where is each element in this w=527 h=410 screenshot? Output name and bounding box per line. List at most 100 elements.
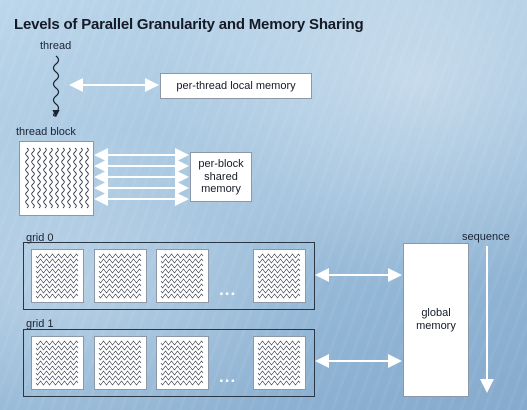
thread-squiggle-icon xyxy=(160,258,204,264)
thread-squiggle-icon xyxy=(257,380,301,386)
block-threads xyxy=(35,253,79,299)
grid-0-label: grid 0 xyxy=(26,232,54,244)
thread-label: thread xyxy=(40,40,72,52)
thread-squiggle-icon xyxy=(257,258,301,264)
thread-squiggle-icon xyxy=(49,147,53,209)
thread-squiggle-icon xyxy=(257,350,301,356)
thread-squiggle-icon xyxy=(257,293,301,299)
per-thread-local-memory-box: per-thread local memory xyxy=(160,73,312,99)
shared-memory-line-1: per-block xyxy=(198,158,244,171)
thread-squiggle-icon xyxy=(35,283,79,289)
thread-squiggle-icon xyxy=(35,360,79,366)
thread-squiggle-icon xyxy=(35,350,79,356)
grid-0-block-1 xyxy=(31,249,84,303)
grid-1-label: grid 1 xyxy=(26,318,54,330)
thread-squiggle-icon xyxy=(35,375,79,381)
global-memory-line-2: memory xyxy=(416,320,456,332)
thread-squiggle-icon xyxy=(257,253,301,259)
thread-squiggle-icon xyxy=(160,355,204,361)
thread-squiggle-icon xyxy=(160,293,204,299)
thread-squiggle-icon xyxy=(98,283,142,289)
thread-squiggle-icon xyxy=(98,350,142,356)
thread-squiggle-icon xyxy=(35,345,79,351)
block-threads xyxy=(257,340,301,386)
thread-squiggle-icon xyxy=(35,263,79,269)
thread-squiggle-icon xyxy=(160,345,204,351)
block-threads xyxy=(257,253,301,299)
thread-squiggle-icon xyxy=(160,360,204,366)
thread-squiggle-icon xyxy=(160,278,204,284)
grid-0-block-last xyxy=(253,249,306,303)
thread-squiggle-icon xyxy=(257,345,301,351)
thread-squiggle-icon xyxy=(37,147,41,209)
thread-squiggle-icon xyxy=(257,263,301,269)
thread-squiggle-icon xyxy=(79,147,83,209)
thread-squiggle-icon xyxy=(35,355,79,361)
thread-squiggle-icon xyxy=(257,355,301,361)
thread-squiggle-icon xyxy=(98,278,142,284)
thread-squiggle-icon xyxy=(257,288,301,294)
grid-1-block-last xyxy=(253,336,306,390)
thread-squiggle-icon xyxy=(67,147,71,209)
thread-squiggle-icon xyxy=(257,278,301,284)
grid-0-ellipsis: ... xyxy=(219,280,237,299)
grid-0-frame xyxy=(23,242,315,310)
block-threads xyxy=(98,253,142,299)
block-threads xyxy=(35,340,79,386)
block-threads xyxy=(160,253,204,299)
thread-squiggle-icon xyxy=(257,268,301,274)
thread-squiggle-icon xyxy=(35,288,79,294)
per-block-shared-memory-box: per-block shared memory xyxy=(190,152,252,202)
shared-memory-line-3: memory xyxy=(201,183,241,196)
thread-squiggle-icon xyxy=(55,147,59,209)
global-memory-line-1: global xyxy=(421,307,451,320)
thread-squiggle-icon xyxy=(35,258,79,264)
per-thread-local-memory-label: per-thread local memory xyxy=(176,79,296,92)
thread-squiggle-icon xyxy=(257,365,301,371)
thread-squiggle-icon xyxy=(98,263,142,269)
sequence-label: sequence xyxy=(462,231,510,243)
thread-squiggle-icon xyxy=(98,288,142,294)
thread-squiggle-icon xyxy=(160,365,204,371)
thread-squiggle-icon xyxy=(160,273,204,279)
shared-memory-line-2: shared xyxy=(204,170,238,183)
thread-squiggle-icon xyxy=(257,375,301,381)
thread-squiggle-icon xyxy=(61,147,65,209)
thread-squiggle-icon xyxy=(35,268,79,274)
thread-squiggle-icon xyxy=(160,283,204,289)
thread-squiggle-icon xyxy=(35,370,79,376)
thread-squiggle-icon xyxy=(43,147,47,209)
thread-squiggle-icon xyxy=(31,147,35,209)
thread-squiggle-icon xyxy=(257,340,301,346)
thread-squiggle-icon xyxy=(98,360,142,366)
global-memory-box: global memory xyxy=(403,243,469,397)
thread-squiggle-icon xyxy=(35,365,79,371)
thread-squiggle-icon xyxy=(35,273,79,279)
thread-squiggle-icon xyxy=(160,370,204,376)
thread-squiggle-icon xyxy=(85,147,89,209)
thread-squiggle-icon xyxy=(98,258,142,264)
grid-1-frame xyxy=(23,329,315,397)
thread-squiggle-icon xyxy=(35,340,79,346)
thread-squiggle-icon xyxy=(160,263,204,269)
thread-squiggle-icon xyxy=(98,365,142,371)
thread-squiggle-icon xyxy=(160,340,204,346)
thread-squiggle-icon xyxy=(257,273,301,279)
thread-squiggle-icon xyxy=(98,293,142,299)
thread-squiggle-icon xyxy=(35,380,79,386)
thread-squiggle-icon xyxy=(257,370,301,376)
thread-squiggle-icon xyxy=(98,273,142,279)
thread-squiggle-icon xyxy=(257,283,301,289)
grid-1-block-1 xyxy=(31,336,84,390)
grid-1-ellipsis: ... xyxy=(219,367,237,386)
thread-squiggle-icon xyxy=(98,345,142,351)
thread-squiggle-icon xyxy=(160,350,204,356)
thread-block-label: thread block xyxy=(16,126,76,138)
thread-squiggle-icon xyxy=(98,375,142,381)
thread-squiggle-icon xyxy=(35,293,79,299)
thread-squiggle-icon xyxy=(98,380,142,386)
thread-squiggle-icon xyxy=(160,288,204,294)
thread-squiggle-icon xyxy=(160,380,204,386)
thread-squiggle-icon xyxy=(160,268,204,274)
